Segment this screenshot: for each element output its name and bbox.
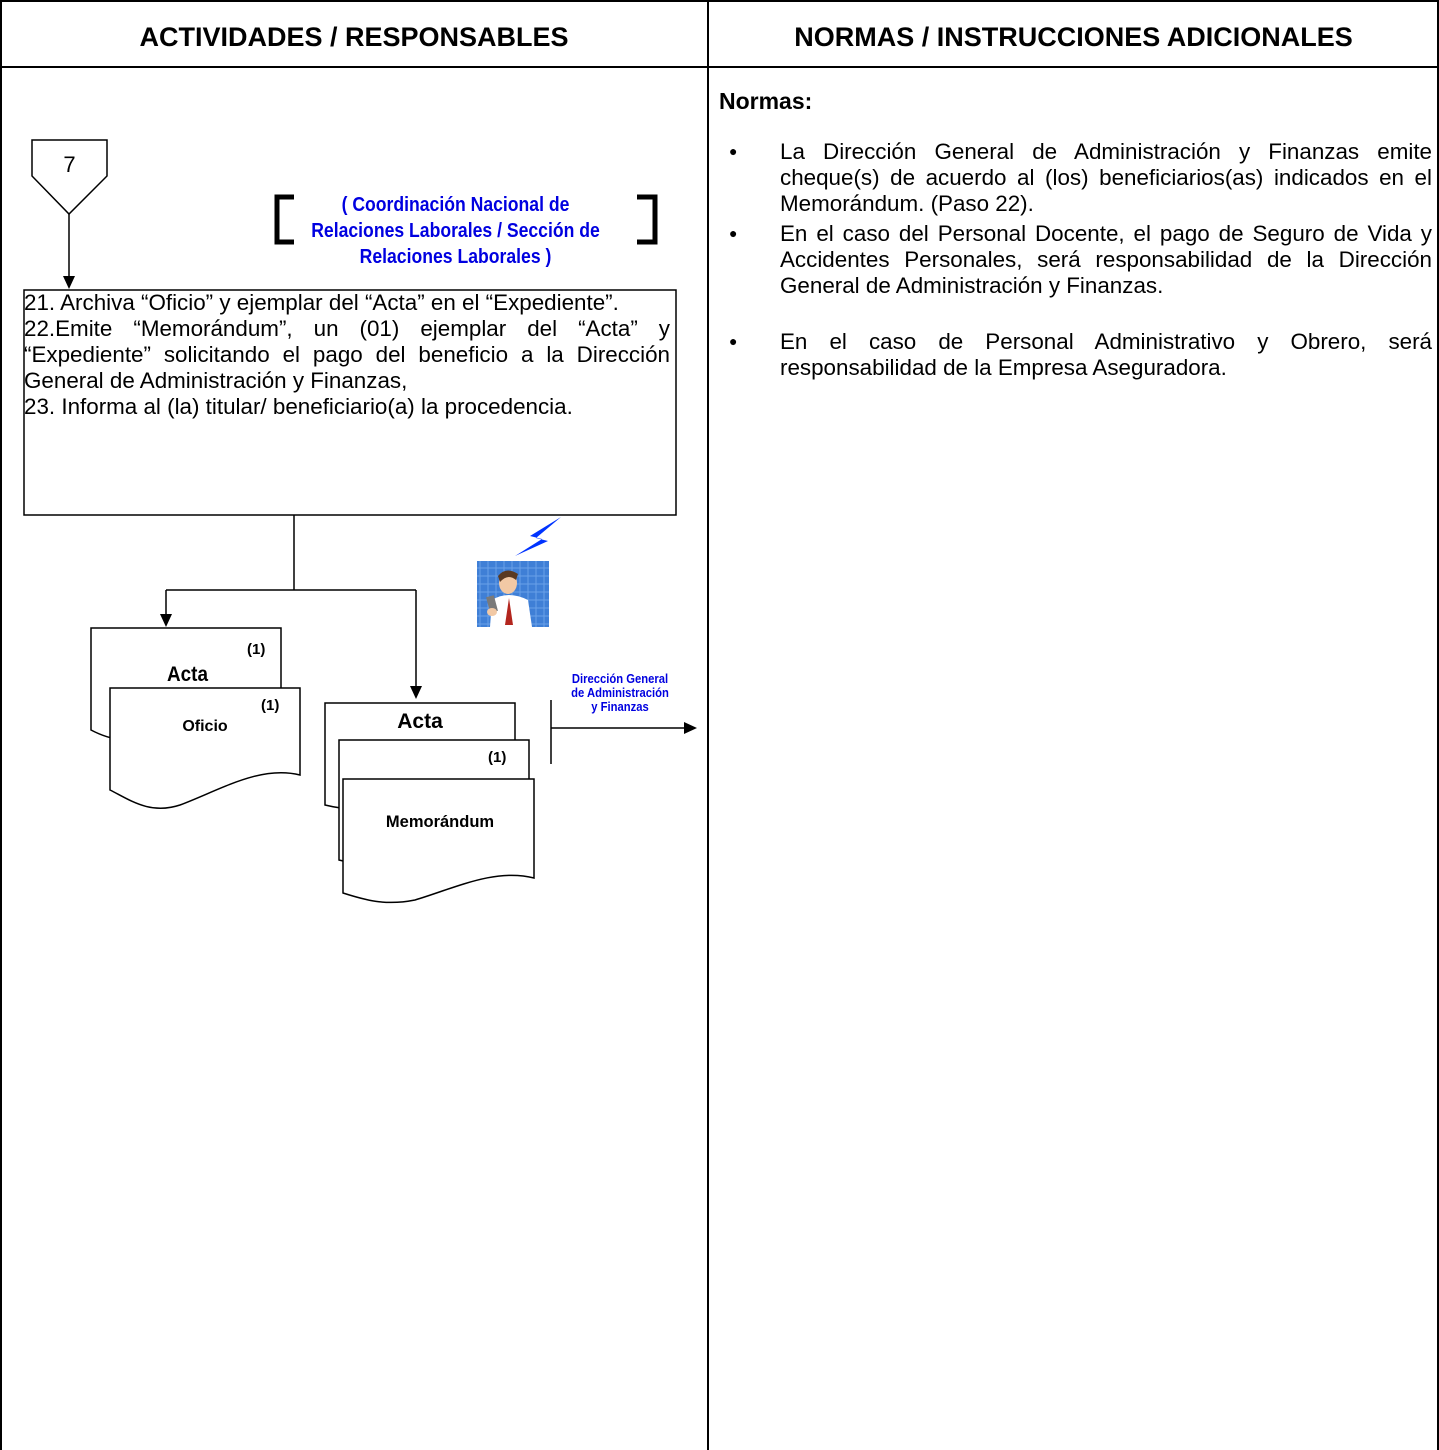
activity-step-23: 23. Informa al (la) titular/ beneficiari…: [24, 394, 573, 419]
bullet-icon: ●: [729, 143, 738, 159]
responsible-unit-line3: Relaciones Laborales ): [359, 246, 552, 268]
destination-label: Dirección General de Administración y Fi…: [562, 672, 679, 714]
memorandum-title: Memorándum: [385, 813, 495, 831]
oficio-copy-count: (1): [261, 697, 280, 714]
connector-number: 7: [63, 152, 76, 177]
responsible-unit: ( Coordinación Nacional de Relaciones La…: [304, 192, 608, 270]
lightning-icon: [515, 517, 561, 556]
acta-left-copy-count: (1): [247, 641, 266, 658]
activity-steps: 21. Archiva “Oficio” y ejemplar del “Act…: [24, 290, 670, 420]
norma-item-3: En el caso de Personal Administrativo y …: [780, 329, 1432, 380]
bullet-icon: ●: [729, 333, 738, 349]
norma-item-2: En el caso del Personal Docente, el pago…: [780, 221, 1432, 298]
activity-step-21: 21. Archiva “Oficio” y ejemplar del “Act…: [24, 290, 619, 315]
header-actividades: ACTIVIDADES / RESPONSABLES: [139, 22, 569, 52]
person-on-phone-icon: [477, 561, 549, 627]
normas-title: Normas:: [719, 88, 813, 114]
bullet-icon: ●: [729, 225, 738, 241]
acta-left-title: Acta: [167, 663, 208, 686]
oficio-title: Oficio: [182, 718, 228, 735]
destination-line2: de Administración: [571, 686, 669, 700]
responsible-unit-line2: Relaciones Laborales / Sección de: [311, 220, 600, 242]
activity-step-22: 22.Emite “Memorándum”, un (01) ejemplar …: [24, 316, 670, 393]
norma-item-1: La Dirección General de Administración y…: [780, 139, 1432, 216]
header-normas: NORMAS / INSTRUCCIONES ADICIONALES: [794, 22, 1353, 52]
acta-right-title: Acta: [397, 710, 443, 733]
activity-box: [23, 289, 677, 516]
responsible-unit-line1: ( Coordinación Nacional de: [341, 194, 570, 216]
document-memorandum: [342, 778, 535, 904]
document-oficio: [109, 687, 301, 810]
off-page-connector: [31, 139, 108, 216]
memorandum-copy-count: (1): [488, 749, 507, 766]
right-bracket: [637, 194, 658, 245]
destination-line3: y Finanzas: [591, 700, 649, 714]
destination-line1: Dirección General: [571, 672, 669, 686]
left-bracket: [274, 194, 294, 245]
